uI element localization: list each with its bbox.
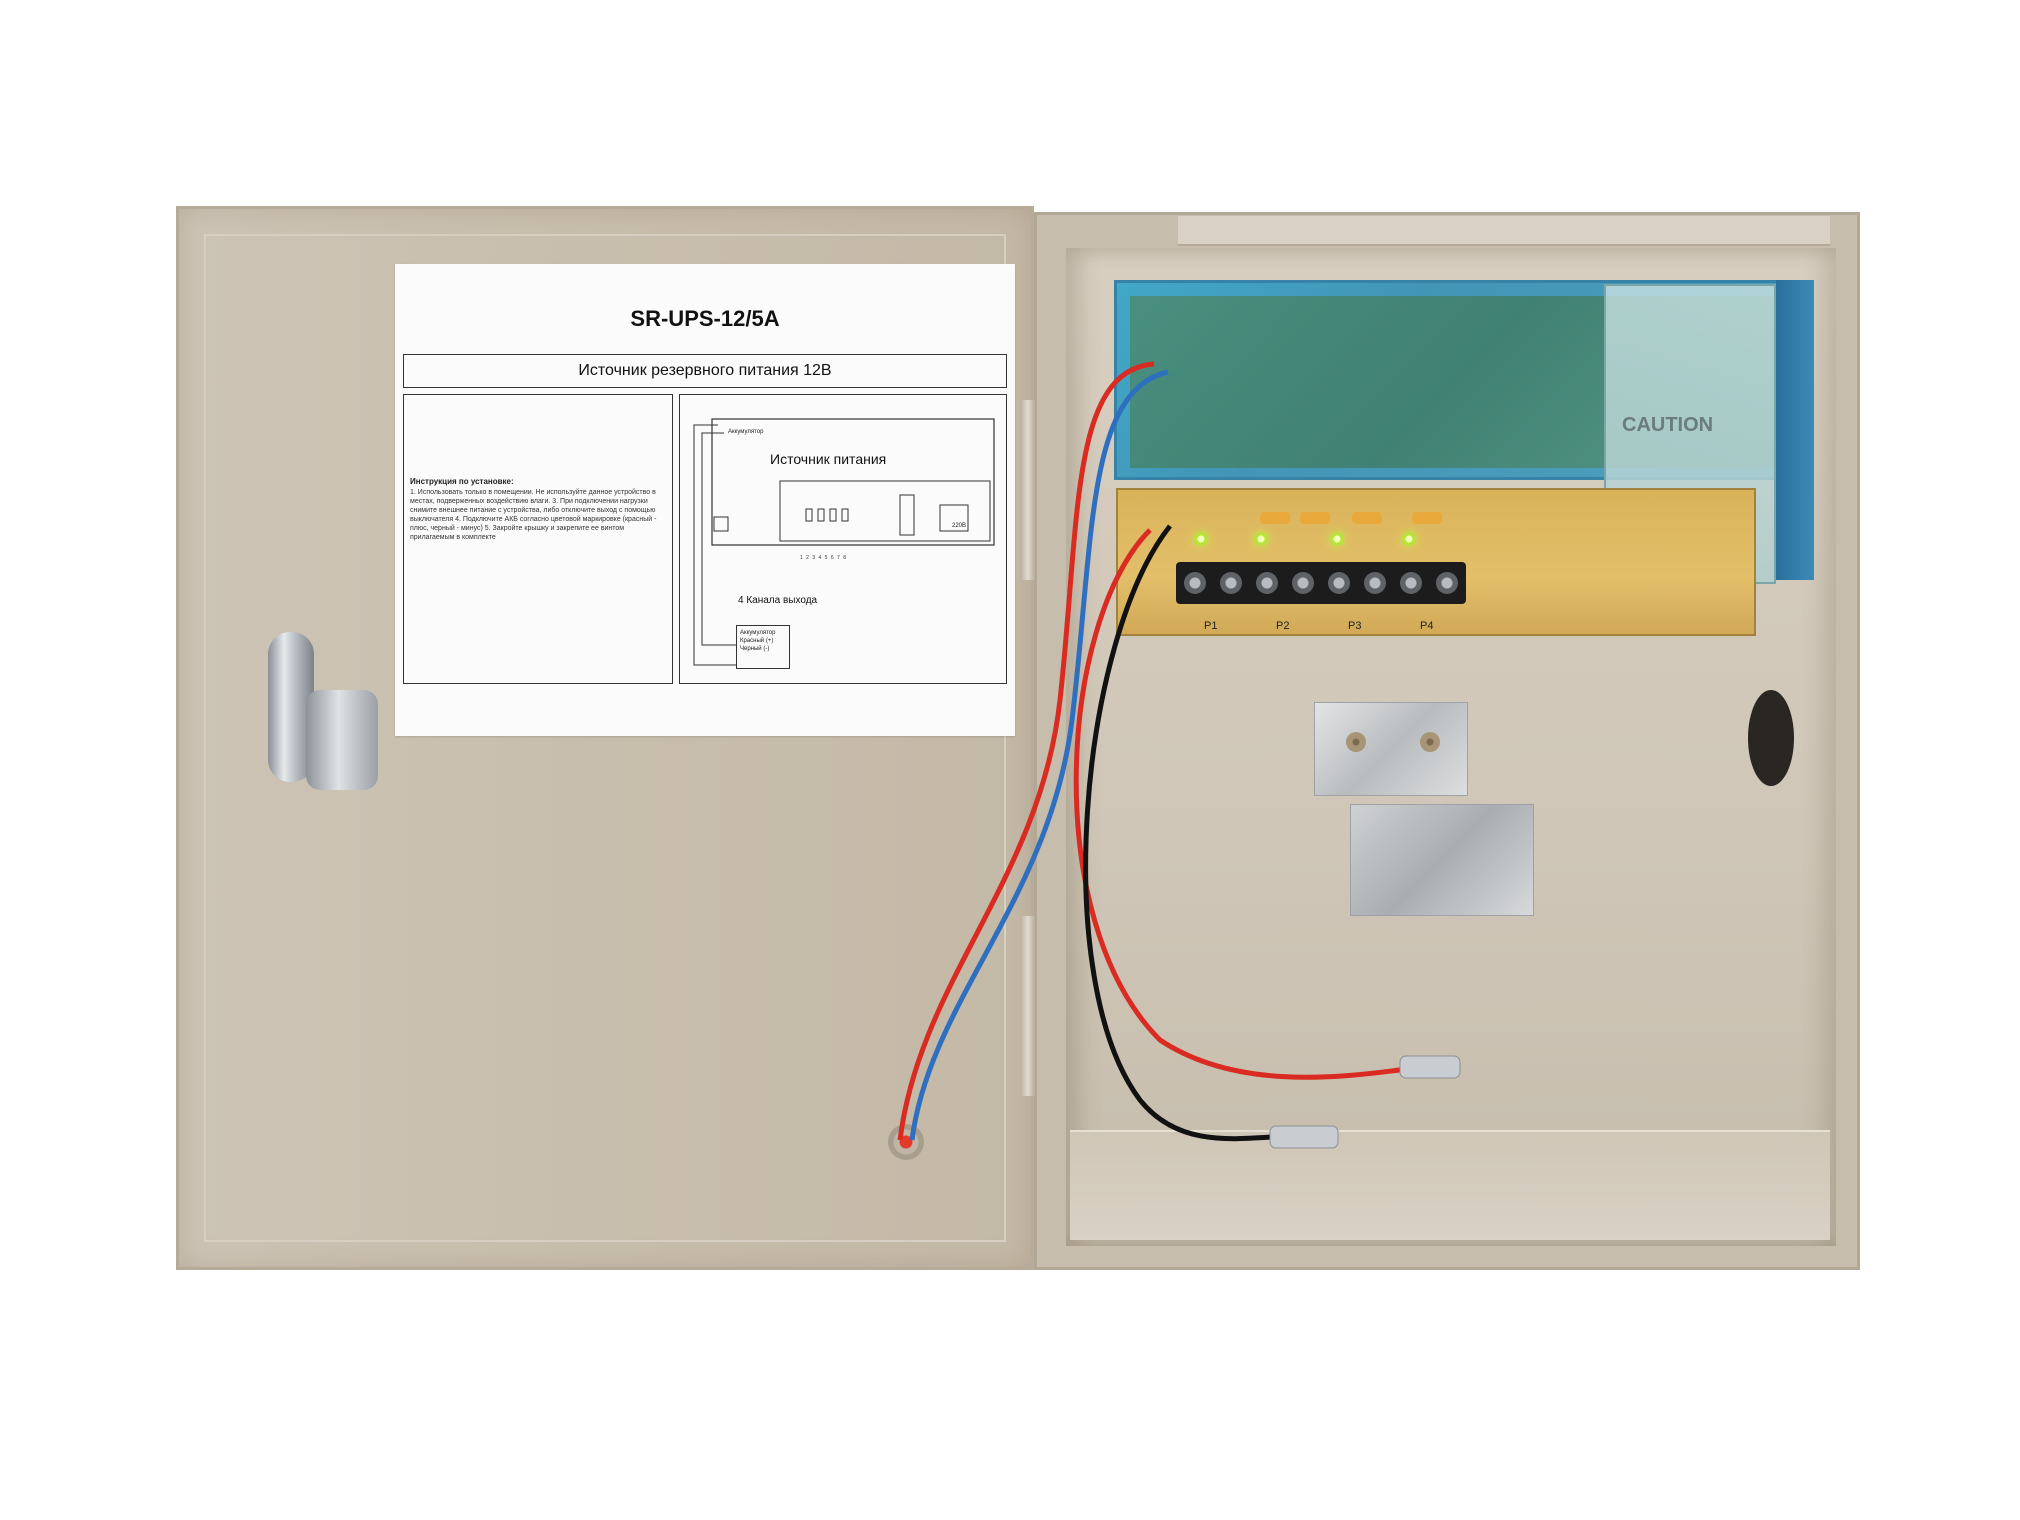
- diagram-battery-label: Аккумулятор: [728, 429, 764, 435]
- led-indicator: [1194, 532, 1208, 546]
- red-wire-terminal: [1399, 1055, 1461, 1079]
- door-hinge: [1020, 916, 1036, 1096]
- diagram-title: Источник питания: [770, 451, 887, 467]
- lock-cylinder: [306, 690, 378, 790]
- model-name: SR-UPS-12/5A: [630, 306, 780, 331]
- door-hinge: [1020, 400, 1036, 580]
- led-indicator: [1330, 532, 1344, 546]
- instructions-text: 1. Использовать только в помещении. Не и…: [410, 489, 657, 541]
- bracket-screw: [1420, 732, 1440, 752]
- door-cable-grommet: [888, 1124, 924, 1160]
- fuse: [1352, 512, 1382, 524]
- diagram-220-label: 220В: [952, 523, 967, 529]
- diagram-battery-box: Аккумулятор Красный (+) Черный (-): [736, 625, 790, 669]
- wiring-diagram: Аккумулятор Источник питания 220В 1 2 3 …: [679, 394, 1007, 684]
- bracket-screw: [1346, 732, 1366, 752]
- enclosure-bottom-ledge: [1070, 1130, 1830, 1240]
- port-label-p2: P2: [1276, 620, 1290, 632]
- fuse: [1260, 512, 1290, 524]
- side-cable-hole: [1748, 690, 1794, 786]
- terminal-screw: [1400, 572, 1422, 594]
- led-indicator: [1402, 532, 1416, 546]
- product-label: SR-UPS-12/5A Источник резервного питания…: [395, 264, 1015, 736]
- terminal-screw: [1436, 572, 1458, 594]
- port-label-p1: P1: [1204, 620, 1218, 632]
- wiring-diagram-lines: [693, 418, 995, 666]
- pcb-cover-edge: [1776, 280, 1814, 580]
- instructions-title: Инструкция по установке:: [410, 477, 514, 486]
- terminal-screw: [1256, 572, 1278, 594]
- diagram-terminal-numbers: 1 2 3 4 5 6 7 8: [800, 555, 847, 561]
- red-wire-door: [897, 361, 1155, 1141]
- black-wire-terminal: [1269, 1125, 1339, 1149]
- port-label-p3: P3: [1348, 620, 1362, 632]
- terminal-screw: [1220, 572, 1242, 594]
- fuse: [1412, 512, 1442, 524]
- terminal-screw: [1364, 572, 1386, 594]
- terminal-screw: [1328, 572, 1350, 594]
- diagram-channels-label: 4 Канала выхода: [738, 595, 818, 606]
- red-wire-battery: [1073, 528, 1421, 1080]
- terminal-screw: [1292, 572, 1314, 594]
- label-subtitle: Источник резервного питания 12В: [403, 354, 1007, 388]
- bracket-plate: [1350, 804, 1534, 916]
- mounting-bracket: [1314, 702, 1468, 796]
- led-indicator: [1254, 532, 1268, 546]
- caution-label: CAUTION: [1622, 414, 1714, 436]
- blue-wire-door: [909, 369, 1169, 1141]
- port-label-p4: P4: [1420, 620, 1434, 632]
- fuse: [1300, 512, 1330, 524]
- terminal-screw: [1184, 572, 1206, 594]
- instructions-box: Инструкция по установке: 1. Использовать…: [403, 394, 673, 684]
- black-wire-battery: [1083, 524, 1291, 1142]
- enclosure-top-lip: [1178, 216, 1830, 246]
